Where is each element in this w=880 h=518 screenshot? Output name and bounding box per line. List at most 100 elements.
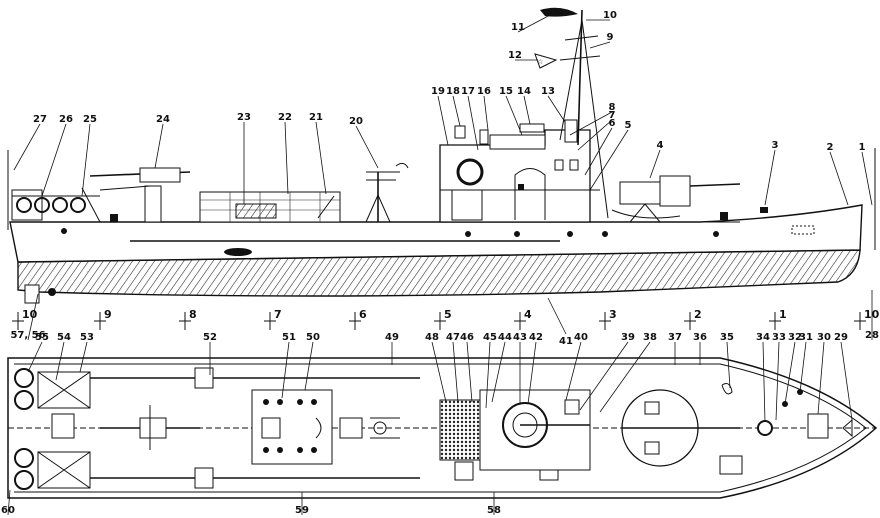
- plan-callout-label: 46: [460, 332, 474, 343]
- side-callout-27: 28: [865, 290, 879, 341]
- side-callout-label: 2: [827, 142, 834, 153]
- side-callout-19: 20: [349, 116, 379, 169]
- plan-callout-21: 51: [281, 332, 296, 399]
- side-callout-15: 16: [477, 86, 491, 131]
- bollard-aft: [110, 214, 118, 222]
- plan-callout-label: 49: [385, 332, 399, 343]
- plan-callout-label: 59: [295, 505, 309, 516]
- plan-aft-gun: [100, 405, 200, 450]
- plan-callout-2: 31: [799, 332, 813, 393]
- side-callout-14: 15: [499, 86, 523, 136]
- side-callout-22: 23: [237, 112, 251, 204]
- plan-callout-label: 43: [513, 332, 527, 343]
- plan-callout-4: 33: [772, 332, 786, 421]
- station-9: 1: [769, 308, 787, 330]
- side-callout-label: 6: [609, 118, 616, 129]
- plan-callout-label: 31: [799, 332, 813, 343]
- plan-callout-label: 45: [483, 332, 497, 343]
- plan-callout-label: 32: [788, 332, 802, 343]
- side-callout-16: 17: [461, 86, 479, 151]
- side-callout-label: 5: [625, 120, 632, 131]
- hull-topsides: [9, 204, 863, 263]
- side-callout-2: 3: [764, 140, 779, 206]
- deckhouse: [439, 119, 600, 223]
- plan-callout-label: 57, 56: [10, 330, 45, 341]
- plan-mg: [370, 417, 400, 439]
- callout-41-label: 41: [559, 336, 573, 347]
- engine-room-hatch: [199, 191, 341, 223]
- plan-callout-28: 59: [295, 492, 309, 516]
- side-callout-label: 8: [609, 102, 616, 113]
- station-5: 5: [434, 308, 452, 330]
- plan-callout-label: 51: [282, 332, 296, 343]
- side-callout-7: 8: [569, 102, 616, 136]
- hawse-box: [791, 225, 815, 235]
- plan-callout-label: 30: [817, 332, 831, 343]
- side-callout-label: 9: [607, 32, 614, 43]
- plan-callout-label: 35: [720, 332, 734, 343]
- plan-callout-23: 53: [79, 332, 94, 373]
- station-label: 5: [444, 308, 452, 321]
- side-callout-24: 25: [81, 114, 97, 197]
- station-3: 7: [264, 308, 282, 330]
- station-8: 2: [684, 308, 702, 330]
- side-callout-23: 24: [154, 114, 170, 169]
- side-callout-label: 19: [431, 86, 445, 97]
- plan-callout-label: 40: [574, 332, 588, 343]
- plan-bridge: [439, 389, 591, 471]
- side-callout-label: 12: [508, 50, 522, 61]
- station-7: 3: [599, 308, 617, 330]
- station-1: 9: [94, 308, 112, 330]
- plan-callout-29: 60: [1, 489, 15, 516]
- svg-text:☆: ☆: [537, 58, 543, 66]
- side-callout-label: 10: [603, 10, 617, 21]
- side-callout-12: 13: [541, 86, 566, 123]
- plan-callout-label: 38: [643, 332, 657, 343]
- station-label: 3: [609, 308, 617, 321]
- side-callout-8: 9: [589, 32, 614, 49]
- plan-callout-label: 44: [498, 332, 512, 343]
- station-10: 10: [854, 308, 880, 330]
- plan-callout-8: 37: [668, 332, 682, 365]
- side-callout-label: 26: [59, 114, 73, 125]
- plan-callout-label: 52: [203, 332, 217, 343]
- side-callout-4: 5: [589, 120, 632, 191]
- portholes: [61, 228, 719, 237]
- plan-callout-17: 47: [446, 332, 460, 403]
- plan-callout-label: 58: [487, 505, 501, 516]
- depth-charge-rack: [11, 187, 101, 223]
- station-label: 9: [104, 308, 112, 321]
- plan-engine-hatch: [251, 389, 333, 465]
- plan-callout-26: 57, 56: [10, 293, 46, 341]
- plan-callout-13: 43: [513, 332, 527, 405]
- side-callout-label: 22: [278, 112, 292, 123]
- plan-callout-3: 32: [784, 332, 802, 405]
- side-callout-1: 2: [827, 142, 849, 206]
- plan-callout-label: 60: [1, 505, 15, 516]
- side-callout-21: 22: [278, 112, 292, 195]
- plan-callout-27: 58: [487, 492, 501, 516]
- side-callout-label: 25: [83, 114, 97, 125]
- side-callout-label: 17: [461, 86, 475, 97]
- plan-callout-1: 30: [817, 332, 831, 415]
- side-callout-label: 28: [865, 330, 879, 341]
- plan-callout-label: 54: [57, 332, 71, 343]
- fairlead: [760, 207, 768, 213]
- plan-callout-label: 42: [529, 332, 543, 343]
- forward-gun: [611, 175, 741, 223]
- aft-gun: [89, 167, 191, 223]
- side-callout-label: 3: [772, 140, 779, 151]
- side-callout-label: 16: [477, 86, 491, 97]
- station-label: 8: [189, 308, 197, 321]
- plan-callout-7: 36: [693, 332, 707, 365]
- plan-callout-0: 29: [834, 332, 853, 421]
- side-callout-18: 19: [431, 86, 449, 146]
- plan-callout-24: 54: [55, 332, 71, 381]
- station-2: 8: [179, 308, 197, 330]
- plan-callout-label: 47: [446, 332, 460, 343]
- station-0: 10: [12, 308, 38, 330]
- plan-callout-12: 42: [527, 332, 543, 405]
- plan-callout-14: 44: [491, 332, 512, 403]
- plan-callout-10: 39: [579, 332, 635, 411]
